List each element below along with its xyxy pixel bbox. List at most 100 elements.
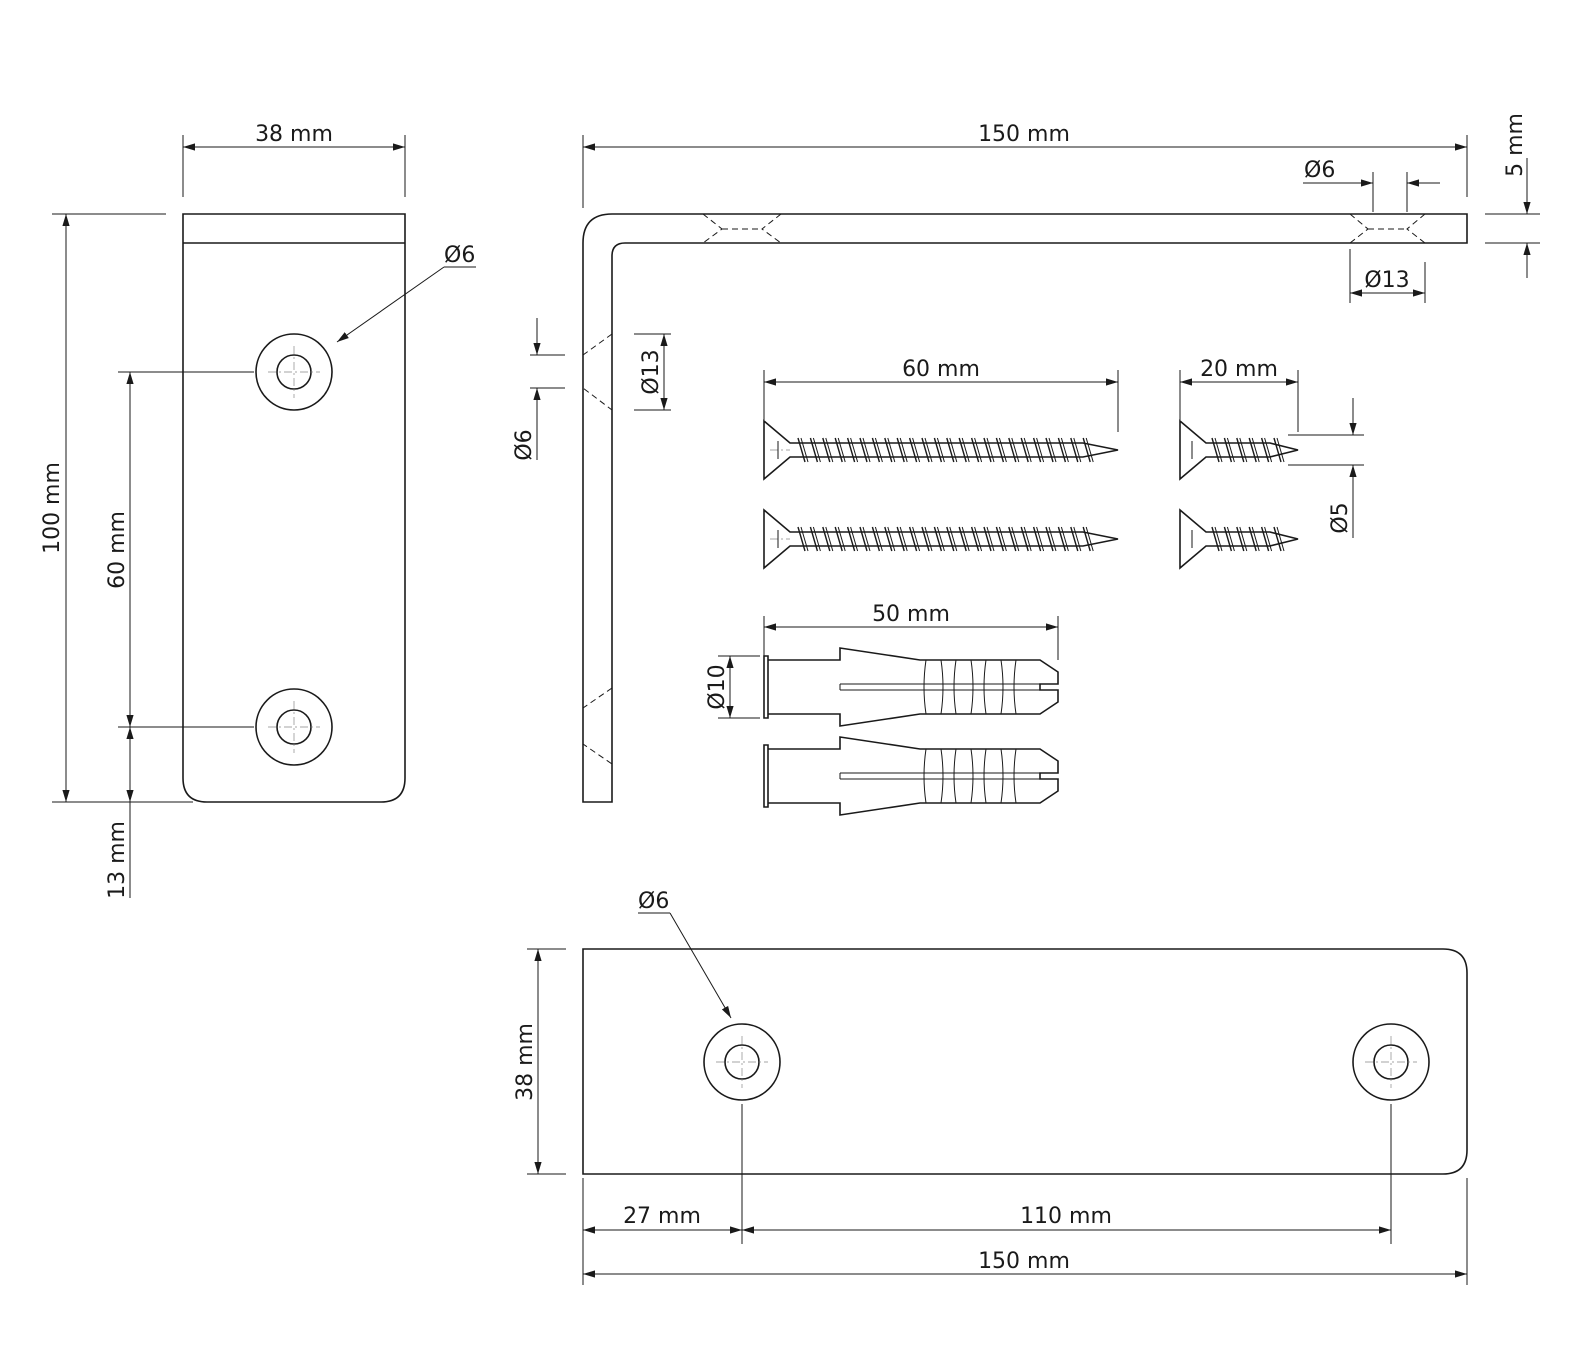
long-screw: [763, 419, 1119, 481]
thread-ridge: [834, 526, 843, 552]
thread-ridge: [1032, 526, 1042, 552]
thread-ridge: [949, 437, 958, 463]
side-hole-bottom: [255, 688, 333, 766]
thread-ridge: [1214, 526, 1223, 552]
thread-ridge: [1214, 437, 1223, 463]
thread-ridge: [1248, 526, 1257, 552]
thread-ridge: [1236, 526, 1245, 552]
bottom-hole-left: [703, 1023, 781, 1101]
thread-ridge: [1239, 526, 1248, 552]
thread-ridge: [800, 437, 809, 463]
thread-ridge: [825, 437, 834, 463]
thread-ridge: [837, 437, 846, 463]
bottom-plate-outline: [582, 948, 1468, 1175]
thread-ridge: [995, 526, 1005, 552]
thread-ridge: [846, 437, 856, 463]
screw-thread: [1211, 526, 1285, 552]
thread-ridge: [1251, 437, 1260, 463]
thread-ridge: [1276, 437, 1285, 463]
thread-ridge: [946, 526, 955, 552]
thread-ridge: [921, 526, 930, 552]
label-bottom-hole-spacing: 110 mm: [1020, 1204, 1112, 1229]
thread-ridge: [797, 526, 806, 552]
thread-ridge: [1264, 526, 1273, 552]
thread-ridge: [936, 437, 945, 463]
thread-ridge: [850, 526, 859, 552]
thread-ridge: [1273, 526, 1282, 552]
thread-ridge: [1048, 526, 1057, 552]
screw-thread: [1211, 437, 1285, 463]
thread-ridge: [812, 437, 821, 463]
thread-ridge: [995, 437, 1005, 463]
thread-ridge: [1226, 526, 1235, 552]
thread-ridge: [1023, 437, 1032, 463]
leader-side-hole: [336, 266, 445, 343]
thread-ridge: [961, 526, 970, 552]
thread-ridge: [1020, 437, 1029, 463]
thread-ridge: [921, 437, 930, 463]
thread-ridge: [899, 526, 908, 552]
thread-ridge: [949, 526, 958, 552]
thread-ridge: [1073, 437, 1082, 463]
thread-ridge: [1008, 437, 1017, 463]
screw-thread: [797, 526, 1094, 552]
thread-ridge: [1060, 437, 1069, 463]
thread-ridge: [1273, 437, 1282, 463]
long-screws: 60 mm: [763, 357, 1119, 570]
thread-ridge: [871, 437, 881, 463]
label-left-countersink-diameter: Ø13: [639, 349, 664, 394]
label-left-hole-diameter: Ø6: [512, 429, 537, 460]
thread-ridge: [1036, 437, 1045, 463]
thread-ridge: [924, 526, 933, 552]
thread-ridge: [797, 437, 806, 463]
label-top-thickness: 5 mm: [1503, 113, 1528, 177]
thread-ridge: [1211, 526, 1220, 552]
label-screw-diameter: Ø5: [1328, 502, 1353, 533]
side-view: 38 mm 100 mm 60 mm 13 mm Ø6: [40, 122, 476, 899]
short-screw: [1179, 508, 1299, 570]
thread-ridge: [1070, 437, 1079, 463]
countersink-hidden-upper: [582, 333, 613, 411]
label-side-width: 38 mm: [255, 122, 333, 147]
label-long-screw-length: 60 mm: [902, 357, 980, 382]
thread-ridge: [1248, 437, 1257, 463]
label-side-bottom-offset: 13 mm: [105, 821, 130, 899]
bottom-view: Ø6 38 mm 27 mm 110 mm 150 mm: [513, 889, 1468, 1285]
thread-ridge: [809, 526, 819, 552]
side-hole-top: [255, 333, 333, 411]
screw-thread: [797, 437, 1094, 463]
wall-plugs: 50 mm Ø10: [705, 602, 1059, 816]
thread-ridge: [822, 526, 831, 552]
label-plug-length: 50 mm: [872, 602, 950, 627]
thread-ridge: [958, 437, 967, 463]
thread-ridge: [896, 526, 905, 552]
thread-ridge: [846, 526, 856, 552]
thread-ridge: [908, 526, 918, 552]
thread-ridge: [912, 526, 921, 552]
thread-ridge: [1251, 526, 1260, 552]
thread-ridge: [986, 526, 995, 552]
thread-ridge: [1260, 437, 1270, 463]
label-bottom-width: 38 mm: [513, 1023, 538, 1101]
short-screw: [1179, 419, 1299, 481]
thread-ridge: [974, 437, 983, 463]
side-plate-outline: [182, 213, 406, 803]
wall-plug: [763, 647, 1059, 727]
thread-ridge: [1223, 526, 1233, 552]
thread-ridge: [859, 437, 868, 463]
leader-bottom-hole: [669, 912, 732, 1019]
countersink-hidden-right: [1349, 213, 1426, 244]
label-bottom-edge-offset: 27 mm: [623, 1204, 701, 1229]
thread-ridge: [1045, 437, 1054, 463]
thread-ridge: [986, 437, 995, 463]
thread-ridge: [974, 526, 983, 552]
thread-ridge: [862, 437, 871, 463]
thread-ridge: [822, 437, 831, 463]
thread-ridge: [1226, 437, 1235, 463]
thread-ridge: [1048, 437, 1057, 463]
thread-ridge: [834, 437, 843, 463]
thread-ridge: [862, 526, 871, 552]
thread-ridge: [958, 526, 967, 552]
thread-ridge: [837, 526, 846, 552]
thread-ridge: [1032, 437, 1042, 463]
